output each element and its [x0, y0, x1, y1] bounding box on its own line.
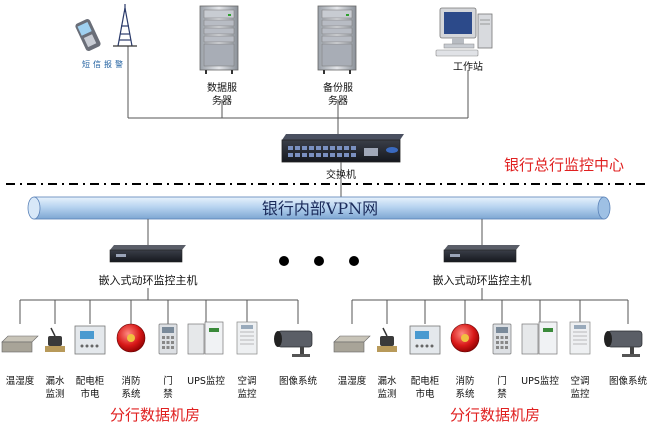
- server-cabinet-icon: [317, 5, 357, 74]
- ups-icon: [521, 321, 558, 355]
- device-label: UPS监控: [521, 375, 559, 387]
- device-item: 门禁: [492, 300, 512, 400]
- temperature-humidity-sensor-icon: [1, 335, 39, 353]
- data-server: 数据服 务器: [199, 5, 239, 107]
- power-distribution-cabinet-icon: [74, 325, 106, 355]
- sms-alarm-label: 短信报警: [82, 59, 126, 69]
- rack-unit-icon: [443, 245, 520, 263]
- device-label: 温湿度: [6, 375, 35, 387]
- device-label: 门: [497, 375, 507, 387]
- center-title: 银行总行监控中心: [504, 156, 624, 174]
- network-switch-icon: [281, 134, 404, 163]
- monitoring-host: 嵌入式动环监控主机: [99, 245, 198, 287]
- monitoring-host-label: 嵌入式动环监控主机: [433, 273, 532, 287]
- device-item: 图像系统: [274, 300, 317, 387]
- branches: 嵌入式动环监控主机温湿度漏水监测配电柜市电消防系统门禁UPS监控空调监控图像系统…: [1, 219, 647, 424]
- device-item: UPS监控: [187, 300, 225, 387]
- access-control-panel-icon: [492, 323, 512, 355]
- backup-server: 备份服 务器: [317, 5, 357, 107]
- temperature-humidity-sensor-icon: [333, 335, 371, 353]
- device-label: 空调: [237, 375, 256, 387]
- power-distribution-cabinet-icon: [409, 325, 441, 355]
- ups-icon: [187, 321, 224, 355]
- device-label: 消防: [455, 375, 475, 387]
- branch-room-title: 分行数据机房: [450, 406, 540, 424]
- device-label: 图像系统: [279, 375, 318, 387]
- device-label: UPS监控: [187, 375, 225, 387]
- workstation: 工作站: [435, 7, 493, 73]
- network-switch: 交换机: [281, 134, 404, 181]
- device-label: 空调: [570, 375, 589, 387]
- device-label: 禁: [497, 389, 507, 400]
- device-label: 监测: [45, 388, 64, 400]
- rack-unit-icon: [109, 245, 186, 263]
- data-server-label-line1: 数据服: [207, 81, 237, 94]
- desktop-computer-icon: [435, 7, 493, 57]
- vpn-pipe: 银行内部VPN网: [27, 196, 611, 220]
- cctv-camera-icon: [274, 330, 313, 357]
- backup-server-label-line1: 备份服: [323, 81, 353, 94]
- sms-alarm-device: 短信报警: [75, 4, 137, 69]
- device-label: 系统: [455, 388, 475, 400]
- monitoring-host-label: 嵌入式动环监控主机: [99, 273, 198, 287]
- access-control-panel-icon: [158, 323, 178, 355]
- air-conditioner-icon: [569, 321, 591, 355]
- device-item: 温湿度: [1, 300, 39, 387]
- workstation-label: 工作站: [453, 60, 483, 73]
- branch-1: 嵌入式动环监控主机温湿度漏水监测配电柜市电消防系统门禁UPS监控空调监控图像系统…: [1, 219, 317, 424]
- device-label: 漏水: [377, 375, 397, 387]
- vpn-label: 银行内部VPN网: [262, 199, 378, 218]
- device-label: 温湿度: [338, 375, 367, 387]
- fire-alarm-bell-icon: [116, 323, 146, 353]
- water-leak-sensor-icon: [377, 327, 397, 352]
- branch-room-title: 分行数据机房: [110, 406, 200, 424]
- device-item: 温湿度: [333, 300, 371, 387]
- device-item: 门禁: [158, 300, 178, 400]
- device-label: 门: [163, 375, 173, 387]
- device-label: 配电柜: [76, 375, 105, 387]
- device-label: 漏水: [45, 375, 65, 387]
- water-leak-sensor-icon: [45, 327, 65, 352]
- mobile-phone-icon: [75, 19, 101, 51]
- fire-alarm-bell-icon: [450, 323, 480, 353]
- device-label: 配电柜: [411, 375, 440, 387]
- backup-server-label-line2: 务器: [328, 94, 348, 107]
- antenna-tower-icon: [113, 4, 137, 47]
- cctv-camera-icon: [604, 330, 643, 357]
- device-label: 禁: [163, 389, 173, 400]
- device-label: 消防: [121, 375, 141, 387]
- device-label: 监控: [237, 388, 257, 400]
- device-label: 市电: [80, 388, 100, 400]
- air-conditioner-icon: [236, 321, 258, 355]
- device-item: 图像系统: [604, 300, 647, 387]
- device-item: UPS监控: [521, 300, 559, 387]
- device-label: 市电: [415, 388, 435, 400]
- server-cabinet-icon: [199, 5, 239, 74]
- top-connection-lines: [127, 46, 469, 135]
- device-label: 系统: [121, 388, 141, 400]
- device-label: 图像系统: [609, 375, 648, 387]
- device-label: 监测: [377, 388, 396, 400]
- device-label: 监控: [570, 388, 590, 400]
- data-server-label-line2: 务器: [212, 94, 232, 107]
- more-branches-ellipsis: [279, 256, 359, 266]
- monitoring-host: 嵌入式动环监控主机: [433, 245, 532, 287]
- branch-2: 嵌入式动环监控主机温湿度漏水监测配电柜市电消防系统门禁UPS监控空调监控图像系统…: [333, 219, 647, 424]
